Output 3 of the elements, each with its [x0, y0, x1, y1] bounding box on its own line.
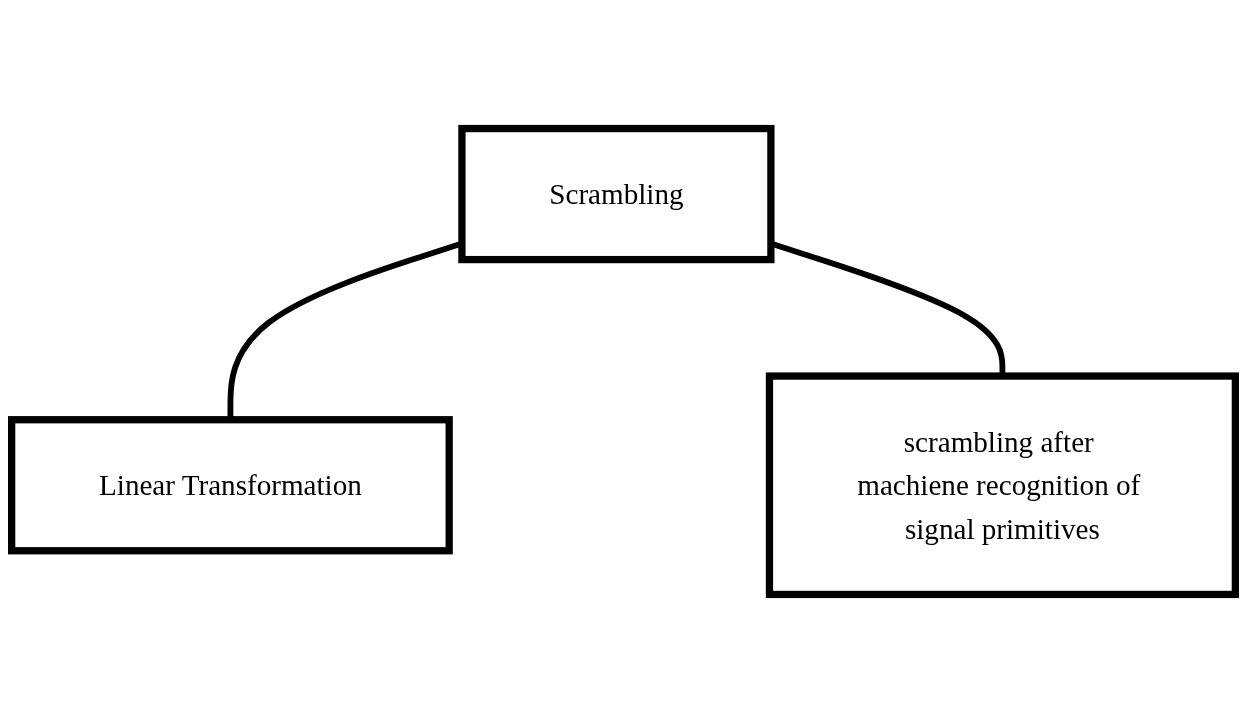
node-box: Scrambling — [458, 124, 775, 264]
node-box: Linear Transformation — [8, 416, 453, 555]
node-box: scrambling after machiene recognition of signal primitives — [765, 372, 1239, 599]
